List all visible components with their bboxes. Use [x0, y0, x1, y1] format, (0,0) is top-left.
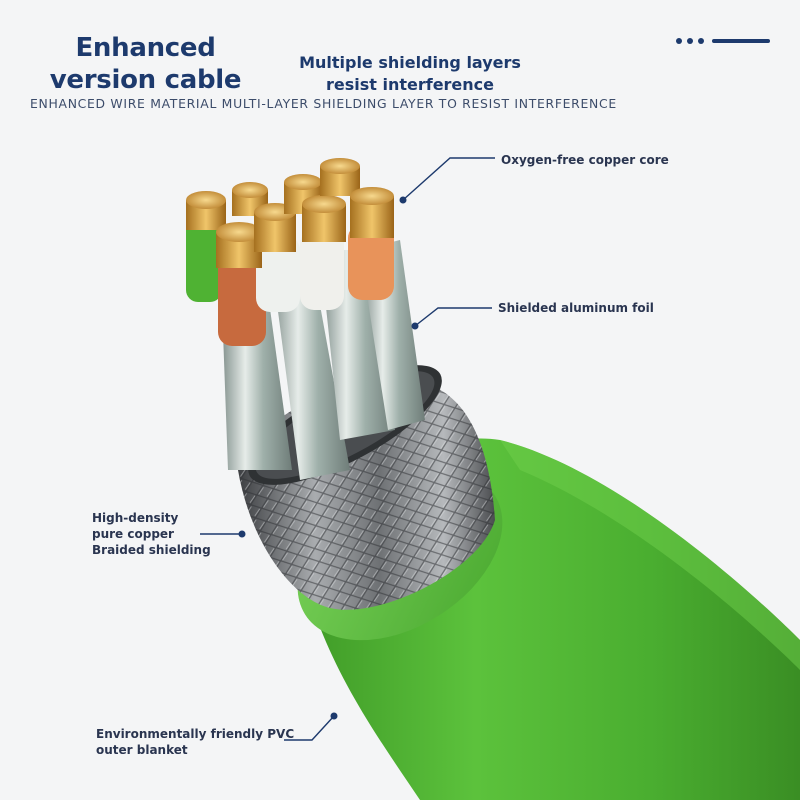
- headline-line-2: version cable: [49, 65, 242, 95]
- copper-core-leader: [402, 157, 495, 201]
- copper-strands: [186, 158, 394, 268]
- jacket-leader: [284, 715, 335, 741]
- decorative-dots: [676, 37, 772, 45]
- dot-icon: [676, 38, 682, 44]
- dash-icon: [712, 39, 770, 43]
- aluminum-foil-leader: [414, 307, 492, 327]
- callout-pvc-jacket: Environmentally friendly PVC outer blank…: [96, 726, 294, 758]
- callout-copper-core: Oxygen-free copper core: [501, 153, 669, 167]
- callout-aluminum-foil: Shielded aluminum foil: [498, 301, 654, 315]
- subheadline-line-1: Multiple shielding layers: [299, 53, 521, 72]
- braid-label-line-2: pure copper: [92, 527, 174, 541]
- headline: Enhanced version cable: [38, 32, 253, 96]
- jacket-label-line-1: Environmentally friendly PVC: [96, 727, 295, 741]
- copper-core-dot: [399, 196, 407, 204]
- insulated-conductors: [186, 218, 394, 346]
- callout-leaders: [200, 157, 495, 741]
- braid-dot: [238, 530, 246, 538]
- dot-icon: [687, 38, 693, 44]
- callout-dots: [238, 196, 419, 720]
- headline-line-1: Enhanced: [75, 33, 216, 63]
- callout-braided-shield: High-density pure copper Braided shieldi…: [92, 510, 211, 558]
- aluminum-foil-dot: [411, 322, 419, 330]
- braid-label-line-3: Braided shielding: [92, 543, 211, 557]
- jacket-dot: [330, 712, 338, 720]
- subheadline: Multiple shielding layers resist interfe…: [280, 52, 540, 96]
- braid-label-line-1: High-density: [92, 511, 179, 525]
- subheadline-line-2: resist interference: [325, 75, 495, 94]
- tagline: ENHANCED WIRE MATERIAL MULTI-LAYER SHIEL…: [30, 96, 617, 111]
- jacket-label-line-2: outer blanket: [96, 743, 188, 757]
- dot-icon: [698, 38, 704, 44]
